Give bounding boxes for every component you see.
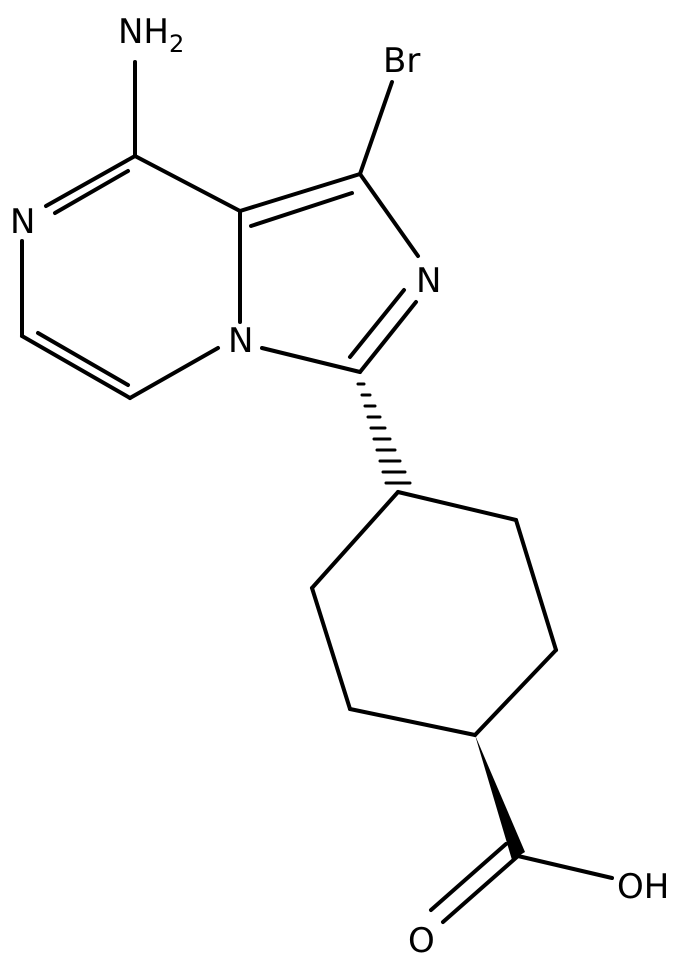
cyclohexane-ring bbox=[310, 490, 558, 737]
imidazole-ring bbox=[238, 80, 420, 374]
bond-c1-n2 bbox=[358, 172, 420, 258]
pyrazine-nitrogen-label: N bbox=[10, 202, 35, 242]
bond-c8a-c1 bbox=[238, 172, 362, 213]
carboxylic-acid-group bbox=[429, 842, 614, 924]
bond-c8-n7 bbox=[44, 154, 137, 208]
amine-label: NH2 bbox=[118, 12, 184, 58]
bridgehead-nitrogen-label: N bbox=[228, 321, 253, 361]
solid-wedge-bond bbox=[475, 735, 525, 860]
bond-n2-c3-double bbox=[348, 288, 406, 359]
bond-c6-c5 bbox=[20, 334, 132, 400]
bromine-label: Br bbox=[383, 41, 420, 81]
hashed-wedge-bond bbox=[356, 382, 412, 485]
bond-c8a-c8 bbox=[133, 154, 242, 213]
bond-c-o bbox=[441, 854, 520, 924]
pyrazine-ring bbox=[20, 60, 242, 400]
bond-c5-n4 bbox=[128, 346, 220, 400]
bond-c3-n4 bbox=[260, 346, 362, 374]
hydroxyl-label: OH bbox=[617, 867, 669, 907]
imidazole-nitrogen-label: N bbox=[416, 261, 441, 301]
bond-c6-c5-double bbox=[36, 331, 130, 387]
bond-c8-n7-double bbox=[53, 169, 130, 215]
bond-c-o-double bbox=[429, 842, 508, 912]
bond-c-oh bbox=[516, 854, 614, 880]
carbonyl-oxygen-label: O bbox=[408, 921, 435, 961]
bond-c8a-c1-double bbox=[249, 191, 354, 228]
bond-n2-c3 bbox=[358, 300, 418, 374]
bond-c1-br bbox=[358, 80, 394, 176]
